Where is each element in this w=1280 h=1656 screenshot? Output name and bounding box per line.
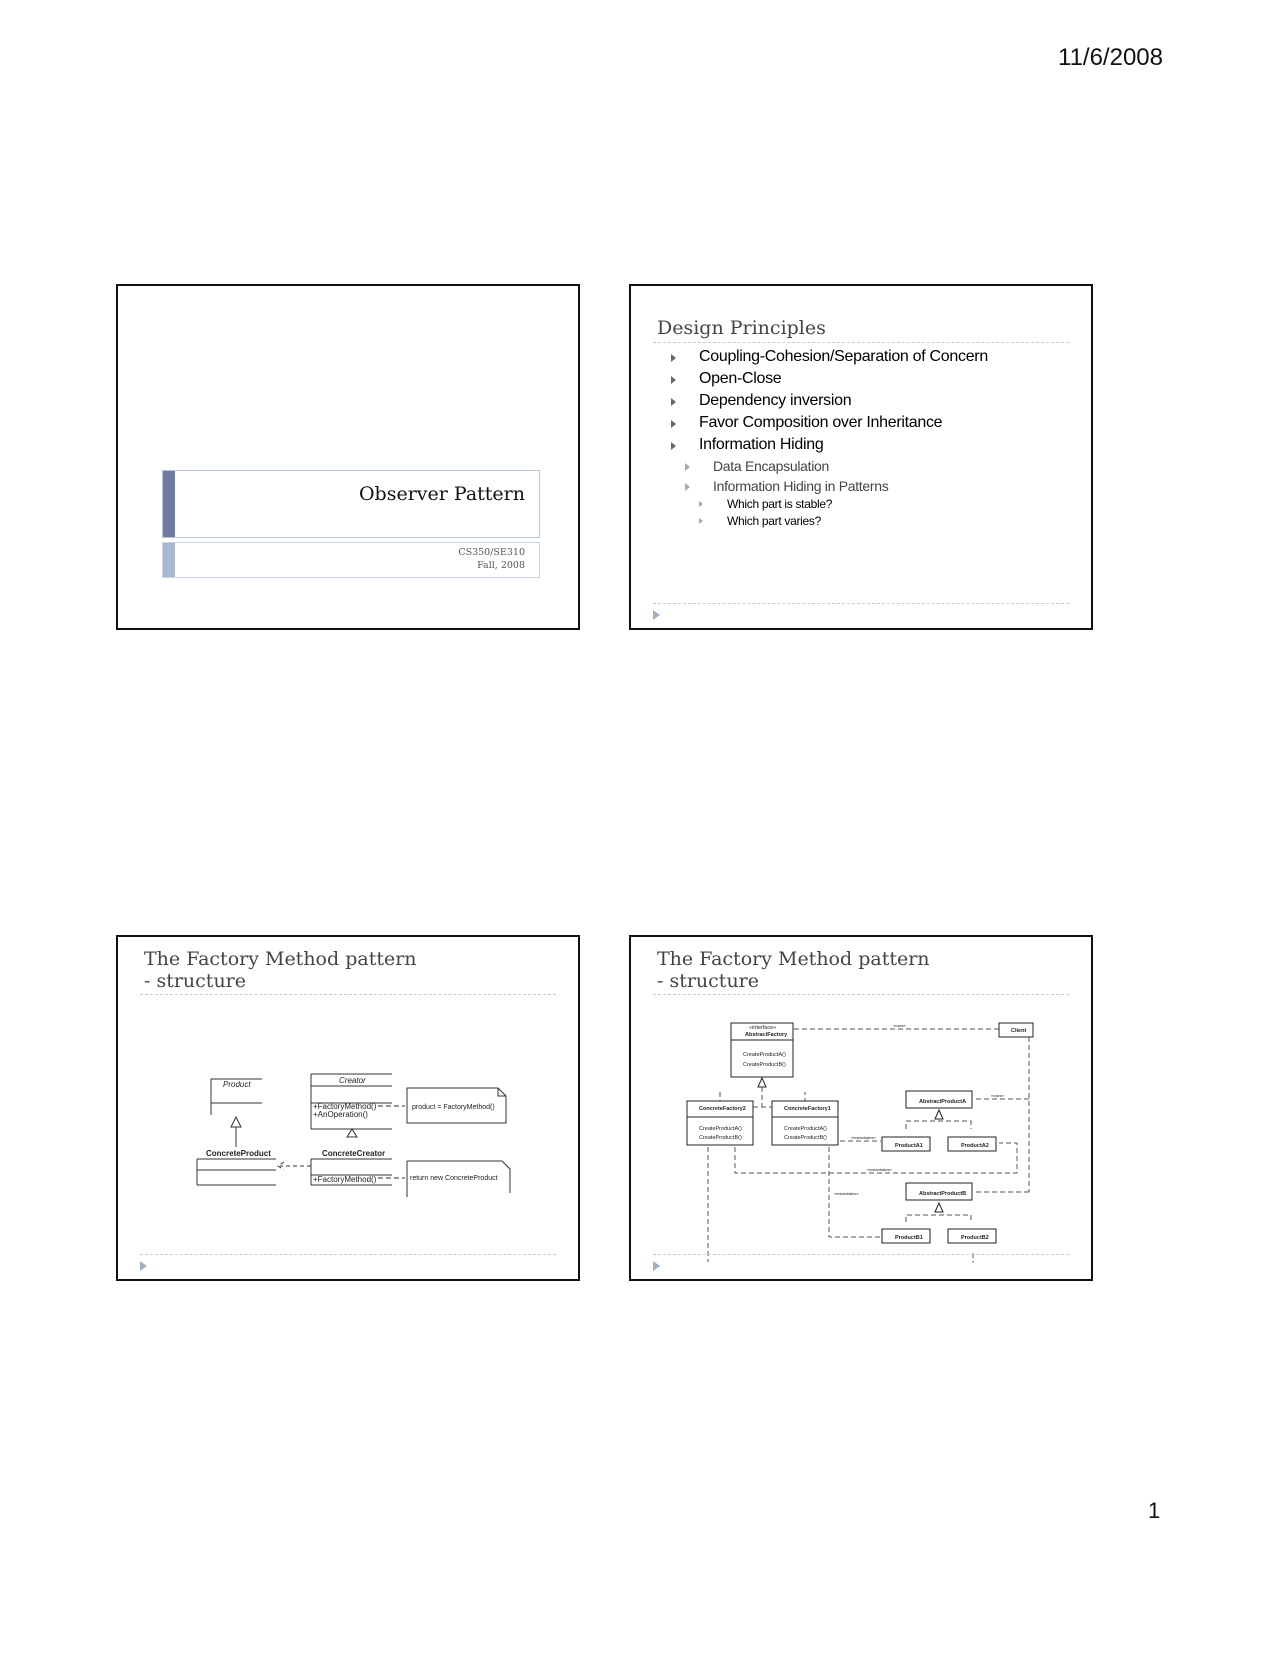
page-number: 1 [1148,1498,1161,1523]
slide-heading: Design Principles [657,317,826,339]
relation-label: «instantiates» [834,1191,859,1196]
heading-divider [653,994,1069,995]
relation-label: «uses» [991,1093,1005,1098]
slide-factory-method-2: The Factory Method pattern - structure «… [629,935,1093,1281]
heading-divider [653,342,1069,343]
class-abstract-factory: AbstractFactory [745,1032,788,1038]
bullet: Coupling-Cohesion/Separation of Concern [671,348,988,365]
creator-op: +AnOperation() [313,1110,368,1119]
note: return new ConcreteProduct [410,1175,498,1182]
subtitle-box: CS350/SE310 Fall, 2008 [162,542,540,578]
slide-factory-method-1: The Factory Method pattern - structure P… [116,935,580,1281]
cc-op: +FactoryMethod() [313,1175,377,1184]
class-creator: Creator [339,1076,366,1085]
slide-title-text: Observer Pattern [358,483,525,505]
footer-divider [653,1254,1069,1255]
class-concrete-product: ConcreteProduct [206,1149,271,1158]
footer-divider [653,603,1069,604]
class-product-a2: ProductA2 [961,1143,989,1149]
operation: CreateProductB() [699,1135,742,1141]
footer-arrow-icon [653,610,660,620]
sub-bullet: Data Encapsulation [684,458,830,474]
operation: CreateProductA() [743,1052,786,1058]
heading-line: The Factory Method pattern [657,948,930,970]
footer-divider [140,1254,556,1255]
class-product-b1: ProductB1 [895,1235,923,1241]
heading-line: The Factory Method pattern [144,948,417,970]
heading-line: - structure [657,970,760,992]
stereotype: «interface» [749,1025,776,1031]
class-abstract-product-b: AbstractProductB [919,1191,966,1197]
class-product-a1: ProductA1 [895,1143,923,1149]
slide-design-principles: Design Principles Coupling-Cohesion/Sepa… [629,284,1093,630]
relation-label: «instantiates» [867,1167,892,1172]
semester: Fall, 2008 [477,560,525,571]
sub-bullet: Information Hiding in Patterns [684,478,889,494]
class-abstract-product-a: AbstractProductA [919,1099,966,1105]
bullet: Open-Close [670,370,782,387]
class-concrete-factory2: ConcreteFactory2 [699,1106,746,1112]
print-date: 11/6/2008 [1058,44,1163,71]
heading-line: - structure [144,970,247,992]
class-concrete-factory1: ConcreteFactory1 [784,1106,831,1112]
sub-sub-bullet: Which part varies? [699,514,821,528]
footer-arrow-icon [653,1261,660,1271]
title-box: Observer Pattern [162,470,540,538]
class-product-b2: ProductB2 [961,1235,989,1241]
class-concrete-creator: ConcreteCreator [322,1149,385,1158]
slide-heading: The Factory Method pattern - structure [144,948,417,992]
operation: CreateProductB() [743,1062,786,1068]
course-code: CS350/SE310 [458,547,525,558]
bullet: Information Hiding [670,436,824,453]
bullet: Favor Composition over Inheritance [670,414,943,431]
slide-title: Observer Pattern CS350/SE310 Fall, 2008 [116,284,580,630]
heading-divider [140,994,556,995]
note: product = FactoryMethod() [412,1104,495,1111]
uml-diagram: «interface» AbstractFactory CreateProduc… [686,1022,1034,1263]
class-product: Product [223,1080,251,1089]
title-accent-bar [163,471,175,537]
uml-diagram: Product Creator +FactoryMethod() +AnOper… [196,1073,511,1197]
relation-label: «instantiates» [851,1135,876,1140]
footer-arrow-icon [140,1261,147,1271]
bullet: Dependency inversion [670,392,852,409]
creator-op: +FactoryMethod() [313,1102,377,1111]
relation-label: «uses» [893,1023,907,1028]
slide-heading: The Factory Method pattern - structure [657,948,930,992]
sub-sub-bullet: Which part is stable? [698,497,833,511]
operation: CreateProductA() [699,1126,742,1132]
operation: CreateProductB() [784,1135,827,1141]
operation: CreateProductA() [784,1126,827,1132]
class-client: Client [1011,1028,1026,1034]
subtitle-accent-bar [163,543,175,577]
